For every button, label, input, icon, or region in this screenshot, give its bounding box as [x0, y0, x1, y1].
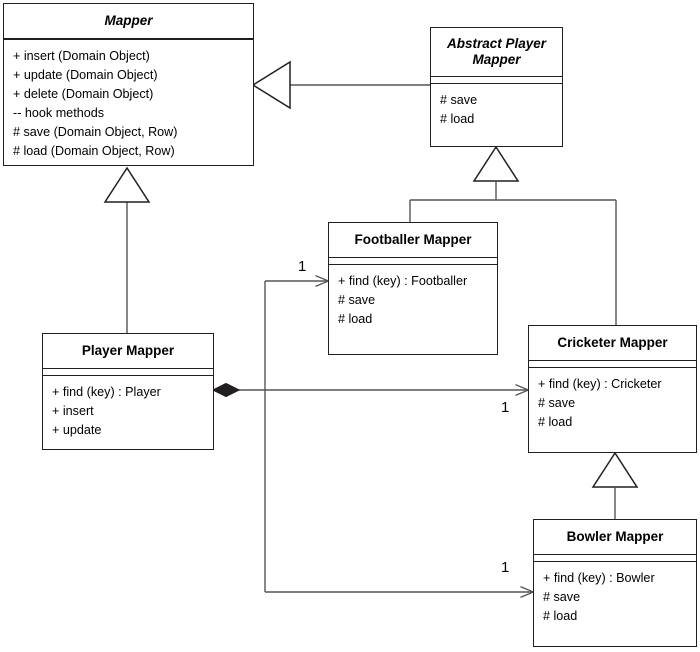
operation: # load	[538, 415, 573, 430]
operation: + delete (Domain Object)	[13, 87, 154, 102]
class-mapper-name: Mapper	[4, 4, 253, 40]
operation: + update	[52, 423, 102, 438]
class-footballer-mapper-name: Footballer Mapper	[329, 223, 497, 259]
multiplicity-footballer: 1	[298, 258, 307, 275]
class-bowler-mapper-operations: + find (key) : Bowler # save # load	[534, 562, 696, 646]
class-mapper-operations: + insert (Domain Object) + update (Domai…	[4, 40, 253, 166]
class-cricketer-mapper-operations: + find (key) : Cricketer # save # load	[529, 368, 696, 452]
class-name-line-2: Mapper	[472, 52, 521, 68]
operation: # load	[440, 111, 475, 126]
operation: + update (Domain Object)	[13, 68, 158, 83]
class-abstract-player-mapper-name: Abstract Player Mapper	[431, 28, 562, 77]
class-bowler-mapper-attributes	[534, 555, 696, 563]
class-player-mapper-operations: + find (key) : Player + insert + update	[43, 376, 213, 449]
class-mapper-attributes	[4, 39, 253, 41]
class-abstract-player-mapper-operations: # save # load	[431, 84, 562, 146]
operation: + insert	[52, 404, 94, 419]
class-footballer-mapper-operations: + find (key) : Footballer # save # load	[329, 265, 497, 354]
operation: + find (key) : Footballer	[338, 274, 468, 289]
class-cricketer-mapper[interactable]: Cricketer Mapper + find (key) : Crickete…	[528, 325, 697, 453]
class-footballer-mapper-attributes	[329, 258, 497, 266]
class-bowler-mapper[interactable]: Bowler Mapper + find (key) : Bowler # sa…	[533, 519, 697, 647]
class-bowler-mapper-name: Bowler Mapper	[534, 520, 696, 556]
operation: + insert (Domain Object)	[13, 49, 150, 64]
class-cricketer-mapper-attributes	[529, 361, 696, 369]
class-cricketer-mapper-name: Cricketer Mapper	[529, 326, 696, 362]
class-name-line-1: Abstract Player	[446, 36, 547, 51]
operation: + find (key) : Cricketer	[538, 377, 662, 392]
class-player-mapper-attributes	[43, 369, 213, 377]
operation: # save	[538, 396, 576, 411]
class-mapper[interactable]: Mapper + insert (Domain Object) + update…	[3, 3, 254, 166]
operation: # save	[440, 92, 478, 107]
operation: # load (Domain Object, Row)	[13, 143, 175, 158]
class-abstract-player-mapper[interactable]: Abstract Player Mapper # save # load	[430, 27, 563, 147]
operation: -- hook methods	[13, 106, 104, 121]
multiplicity-cricketer: 1	[501, 399, 510, 416]
generalization-playermapper-to-mapper	[103, 166, 151, 333]
operation: # save	[543, 590, 581, 605]
operation: # save (Domain Object, Row)	[13, 125, 178, 140]
operation: # save	[338, 293, 376, 308]
operation: + find (key) : Bowler	[543, 571, 655, 586]
class-player-mapper-name: Player Mapper	[43, 334, 213, 370]
operation: # load	[543, 609, 578, 624]
class-footballer-mapper[interactable]: Footballer Mapper + find (key) : Footbal…	[328, 222, 498, 355]
generalization-bowlermapper-to-cricketermapper	[591, 451, 639, 519]
generalization-abstractplayermapper-to-mapper	[251, 60, 430, 110]
class-abstract-player-mapper-attributes	[431, 77, 562, 84]
class-player-mapper[interactable]: Player Mapper + find (key) : Player + in…	[42, 333, 214, 450]
operation: # load	[338, 312, 373, 327]
operation: + find (key) : Player	[52, 385, 161, 400]
multiplicity-bowler: 1	[501, 559, 510, 576]
